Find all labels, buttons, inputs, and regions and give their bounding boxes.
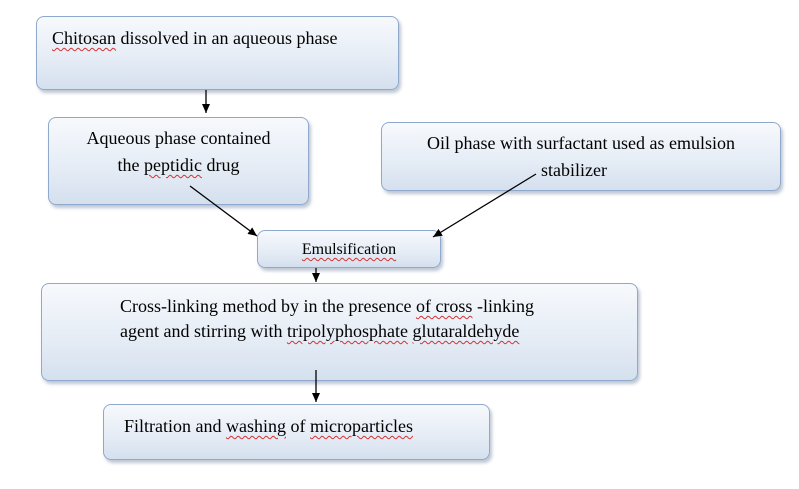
node-filtration-label-word2: microparticles bbox=[310, 416, 413, 436]
node-crosslinking-line1-post: -linking bbox=[472, 296, 534, 316]
node-crosslinking-line2-word1: tripolyphosphate bbox=[286, 321, 408, 341]
node-oil-line1: Oil phase with surfactant used as emulsi… bbox=[427, 133, 735, 153]
node-chitosan-label-word: Chitosan bbox=[52, 28, 117, 48]
node-aqueous-line1: Aqueous phase contained bbox=[86, 128, 271, 148]
node-crosslinking: Cross-linking method by in the presence … bbox=[41, 283, 638, 381]
node-aqueous-line2-post: drug bbox=[201, 155, 240, 175]
node-chitosan-label-rest: dissolved in an aqueous phase bbox=[116, 28, 338, 48]
node-oil-line2: stabilizer bbox=[541, 160, 607, 180]
node-emulsification-label: Emulsification bbox=[258, 238, 440, 261]
node-chitosan-label: Chitosan dissolved in an aqueous phase bbox=[52, 27, 337, 50]
node-filtration: Filtration and washing of microparticles bbox=[103, 404, 490, 460]
node-filtration-label-mid: of bbox=[286, 416, 310, 436]
node-chitosan: Chitosan dissolved in an aqueous phase bbox=[36, 16, 399, 90]
node-crosslinking-line1-word1: of cross bbox=[415, 296, 473, 316]
node-crosslinking-line2-pre: agent and stirring with bbox=[120, 321, 287, 341]
node-filtration-label-word1: washing bbox=[226, 416, 286, 436]
node-aqueous: Aqueous phase contained the peptidic dru… bbox=[48, 117, 309, 205]
node-crosslinking-line1: Cross-linking method by in the presence … bbox=[120, 295, 534, 318]
node-aqueous-line2-word: peptidic bbox=[144, 155, 202, 175]
node-aqueous-line2-pre: the bbox=[117, 155, 144, 175]
node-aqueous-line2: the peptidic drug bbox=[49, 154, 308, 177]
node-emulsification: Emulsification bbox=[257, 230, 441, 268]
node-emulsification-label-word: Emulsification bbox=[301, 241, 397, 258]
edge-oil-to-emulsification bbox=[432, 173, 537, 238]
node-crosslinking-line2: agent and stirring with tripolyphosphate… bbox=[120, 320, 519, 343]
edge-aqueous-to-emulsification bbox=[189, 185, 258, 237]
node-oil: Oil phase with surfactant used as emulsi… bbox=[381, 122, 781, 191]
node-filtration-label-pre: Filtration and bbox=[124, 416, 226, 436]
node-crosslinking-line2-word2: glutaraldehyde bbox=[412, 321, 520, 341]
node-crosslinking-line1-pre: Cross-linking method by in the presence bbox=[120, 296, 416, 316]
node-filtration-label: Filtration and washing of microparticles bbox=[124, 415, 413, 438]
